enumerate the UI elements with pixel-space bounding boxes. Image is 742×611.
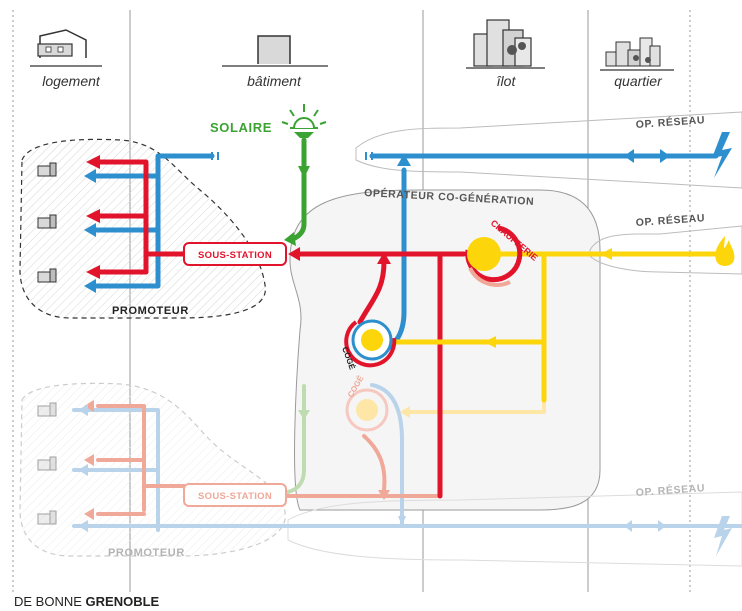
sous-station-label: SOUS-STATION bbox=[198, 250, 272, 261]
scale-label-logement: logement bbox=[42, 73, 101, 89]
faded-lightning-icon bbox=[714, 516, 732, 556]
promoteur-label-bottom: PROMOTEUR bbox=[108, 547, 185, 559]
scale-label-batiment: bâtiment bbox=[247, 73, 302, 89]
op-reseau-label-top: OP. RÉSEAU bbox=[635, 113, 705, 131]
faded-sous-station-label: SOUS-STATION bbox=[198, 491, 272, 502]
cogeneration-operator-zone bbox=[289, 189, 601, 511]
scale-label-quartier: quartier bbox=[614, 73, 663, 89]
house-icon bbox=[37, 29, 87, 58]
faded-apartment-unit-icon bbox=[37, 402, 57, 525]
footer-credit: DE BONNE GRENOBLE bbox=[14, 594, 160, 609]
network-corridor-top bbox=[355, 111, 742, 189]
footer-city: GRENOBLE bbox=[86, 594, 160, 609]
city-block-icon bbox=[473, 19, 532, 67]
promoteur-label-top: PROMOTEUR bbox=[112, 305, 189, 317]
scale-label-ilot: îlot bbox=[497, 73, 517, 89]
flame-icon bbox=[715, 236, 735, 266]
solaire-label: SOLAIRE bbox=[210, 120, 272, 135]
building-icon bbox=[257, 35, 291, 64]
district-icon bbox=[605, 37, 661, 67]
op-reseau-label-bottom: OP. RÉSEAU bbox=[635, 481, 705, 499]
apartment-unit-icon bbox=[37, 162, 57, 283]
footer-prefix: DE BONNE bbox=[14, 594, 82, 609]
faded-double-arrow bbox=[624, 520, 666, 532]
faded-sous-station-box: SOUS-STATION bbox=[183, 483, 287, 507]
lightning-icon bbox=[712, 132, 732, 178]
bidirectional-arrow bbox=[624, 149, 670, 163]
network-corridor-mid bbox=[589, 225, 742, 275]
sous-station-box: SOUS-STATION bbox=[183, 242, 287, 266]
op-reseau-label-mid: OP. RÉSEAU bbox=[635, 211, 705, 229]
sun-icon bbox=[281, 104, 327, 138]
network-corridor-bottom bbox=[287, 491, 742, 567]
flow-arrowheads bbox=[84, 154, 612, 348]
